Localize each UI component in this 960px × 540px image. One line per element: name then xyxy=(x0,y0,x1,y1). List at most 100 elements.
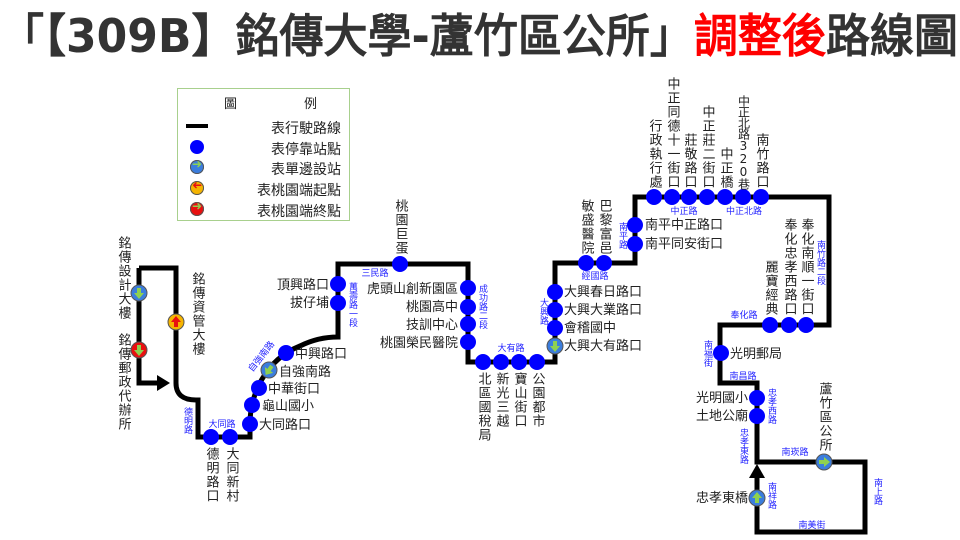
legend-label: 表停靠站點 xyxy=(271,142,341,158)
stop-marker[interactable] xyxy=(664,189,680,205)
stop-label: 蘆竹區公所 xyxy=(816,382,832,452)
stop-marker[interactable] xyxy=(511,354,527,370)
stop-marker[interactable] xyxy=(781,317,797,333)
stop-marker[interactable] xyxy=(699,189,715,205)
arrow-right-icon xyxy=(157,375,170,391)
stop-marker[interactable] xyxy=(753,189,769,205)
road-label: 忠孝東路 xyxy=(738,428,748,464)
stop-marker[interactable] xyxy=(251,380,267,396)
road-label: 大有路 xyxy=(497,344,525,354)
legend-item-stop: 表停靠站點 xyxy=(178,137,349,158)
stop-marker[interactable] xyxy=(547,320,563,336)
stop-label: 德明路口 xyxy=(203,447,219,503)
stop-label: 南平同安街口 xyxy=(645,236,724,252)
stop-label: 敏盛醫院 xyxy=(578,199,594,255)
road-label: 忠孝西路 xyxy=(766,388,776,424)
down-arrow-icon xyxy=(134,345,144,356)
stop-marker[interactable] xyxy=(244,397,260,413)
stop-marker[interactable] xyxy=(529,354,545,370)
legend-label: 表單邊設站 xyxy=(271,162,341,178)
stop-marker[interactable] xyxy=(681,189,697,205)
road-label: 奉化路 xyxy=(730,311,758,321)
stop-label: 桃園榮民醫院 xyxy=(380,335,459,351)
stop-marker[interactable] xyxy=(547,284,563,300)
stop-label: 莊敬路口 xyxy=(681,133,697,189)
stop-label: 行政執行處 xyxy=(646,119,662,189)
stop-marker[interactable] xyxy=(627,217,643,233)
stop-label: 奉化忠孝西路口 xyxy=(781,218,797,316)
stops-layer xyxy=(130,189,833,507)
stop-marker[interactable] xyxy=(278,345,294,361)
stop-label: 光明國小 xyxy=(696,390,749,406)
stop-marker[interactable] xyxy=(460,334,476,350)
stop-marker[interactable] xyxy=(460,316,476,332)
stop-marker[interactable] xyxy=(392,256,408,272)
stop-marker[interactable] xyxy=(547,302,563,318)
road-label: 南昌路 xyxy=(729,372,757,382)
stop-marker[interactable] xyxy=(493,354,509,370)
down-arrow-icon xyxy=(134,288,144,299)
stop-label: 銘傳設計大樓 xyxy=(115,236,131,320)
legend-label: 表桃園端起點 xyxy=(257,183,341,199)
road-label: 大興路 xyxy=(538,298,548,325)
stop-label: 自強南路 xyxy=(279,364,332,380)
stop-label: 巴黎富邑 xyxy=(596,199,612,255)
road-label: 中正北路 xyxy=(726,207,763,217)
stop-label: 大興大有路口 xyxy=(564,338,643,354)
route-line-icon xyxy=(186,124,208,128)
stop-label: 大興春日路口 xyxy=(564,284,643,300)
road-label: 德明路 xyxy=(182,407,192,434)
legend-title-left: 圖 xyxy=(224,97,238,112)
road-label: 成功路二段 xyxy=(477,284,487,329)
stop-label: 大同新村 xyxy=(223,447,239,503)
stop-marker[interactable] xyxy=(749,390,765,406)
arrow-up-icon xyxy=(749,464,765,478)
stop-marker[interactable] xyxy=(203,429,219,445)
stop-marker[interactable] xyxy=(460,280,476,296)
stop-label: 拔仔埔 xyxy=(290,295,330,311)
stop-marker[interactable] xyxy=(460,299,476,315)
road-label: 中正路 xyxy=(670,207,698,217)
stop-marker[interactable] xyxy=(596,255,612,271)
stop-marker[interactable] xyxy=(475,354,491,370)
stop-dot-icon xyxy=(190,140,204,154)
road-label: 南福街 xyxy=(702,340,712,367)
legend-item-route: 表行駛路線 xyxy=(178,116,349,137)
stop-marker[interactable] xyxy=(762,317,778,333)
stop-label: 土地公廟 xyxy=(696,408,749,424)
stop-marker[interactable] xyxy=(646,189,662,205)
stop-label: 虎頭山創新園區 xyxy=(367,281,459,297)
stop-label: 光明郵局 xyxy=(730,346,783,362)
legend-title-right: 例 xyxy=(304,97,318,112)
stop-marker[interactable] xyxy=(749,408,765,424)
stop-label: 銘傳資管大樓 xyxy=(189,272,205,356)
svg-text:「【309B】銘傳大學-蘆竹區公所」調整後路線圖: 「【309B】銘傳大學-蘆竹區公所」調整後路線圖 xyxy=(0,9,958,63)
stop-label: 中華街口 xyxy=(268,381,321,397)
up-arrow-icon xyxy=(752,492,762,503)
stop-marker[interactable] xyxy=(330,276,346,292)
stop-label: 中正莊二街口 xyxy=(699,105,715,189)
road-label: 大同路 xyxy=(208,420,236,430)
stop-label: 北區國稅局 xyxy=(475,372,491,442)
stop-marker[interactable] xyxy=(717,189,733,205)
legend: 圖 例 表行駛路線 表停靠站點 ➜ 表單邊設站 ➜ 表桃園端起點 ➜ 表桃園端終… xyxy=(177,88,350,221)
stop-label: 中正同德十一街口 xyxy=(664,77,680,189)
dl-arrow-icon xyxy=(264,364,274,375)
stop-label: 忠孝東橋 xyxy=(696,490,749,506)
stop-marker[interactable] xyxy=(222,429,238,445)
stop-marker[interactable] xyxy=(242,416,258,432)
stop-marker[interactable] xyxy=(578,255,594,271)
stop-label: 新光三越 xyxy=(493,372,509,428)
stop-marker[interactable] xyxy=(330,295,346,311)
stop-label: 桃園巨蛋 xyxy=(392,199,408,255)
stop-marker[interactable] xyxy=(627,236,643,252)
stop-marker[interactable] xyxy=(735,189,751,205)
stop-marker[interactable] xyxy=(713,345,729,361)
legend-label: 表桃園端終點 xyxy=(257,204,341,220)
stop-label: 龜山國小 xyxy=(262,398,315,414)
stop-label: 中正橋 xyxy=(717,147,733,189)
stop-marker[interactable] xyxy=(798,317,814,333)
road-label: 萬壽路一段 xyxy=(347,282,357,327)
stop-label: 奉化南順一街口 xyxy=(798,218,814,316)
stop-label: 中正北路320巷 xyxy=(736,95,751,189)
